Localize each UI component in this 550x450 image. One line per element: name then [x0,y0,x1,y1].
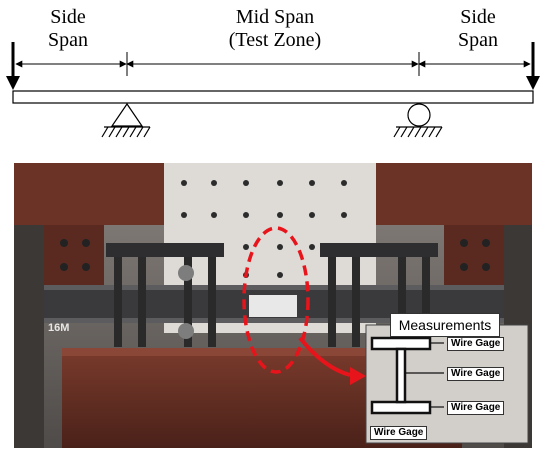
load-arrow-right [526,42,540,90]
side-span-right-label: Side Span [438,6,518,52]
side-span-left-line1: Side [50,6,86,28]
measurements-title: Measurements [390,313,500,337]
wire-gage-label-top-flange: Wire Gage [447,337,505,351]
dimension-line [15,52,531,76]
side-span-left-label: Side Span [28,6,108,52]
test-zone-highlight [242,226,310,374]
roller-support [393,103,443,138]
wall-bolt-holes [181,180,347,278]
gage-leader-lines [405,342,444,408]
mid-span-label: Mid Span (Test Zone) [200,6,350,52]
loading-fixture-right [320,243,438,347]
mid-span-line2: (Test Zone) [228,29,322,51]
wire-gage-label-bottom-flange: Wire Gage [447,401,505,415]
reaction-frame-left [14,163,164,448]
load-arrow-left [6,42,20,90]
callout-arrow [298,336,351,377]
side-span-left-line2: Span [48,29,88,51]
side-span-right-line2: Span [458,29,498,51]
specimen-label-card [249,295,297,317]
wire-gage-label-web: Wire Gage [447,367,505,381]
mid-span-line1: Mid Span [235,6,315,28]
wire-gage-label-bottom: Wire Gage [370,426,428,440]
pin-support [101,102,151,138]
panel-marking: 16M [48,322,69,334]
beam-schematic [6,42,540,138]
test-setup-photo: 16M [14,163,532,448]
side-span-right-line1: Side [460,6,496,28]
beam [12,90,534,104]
loading-fixture-left [106,243,224,347]
